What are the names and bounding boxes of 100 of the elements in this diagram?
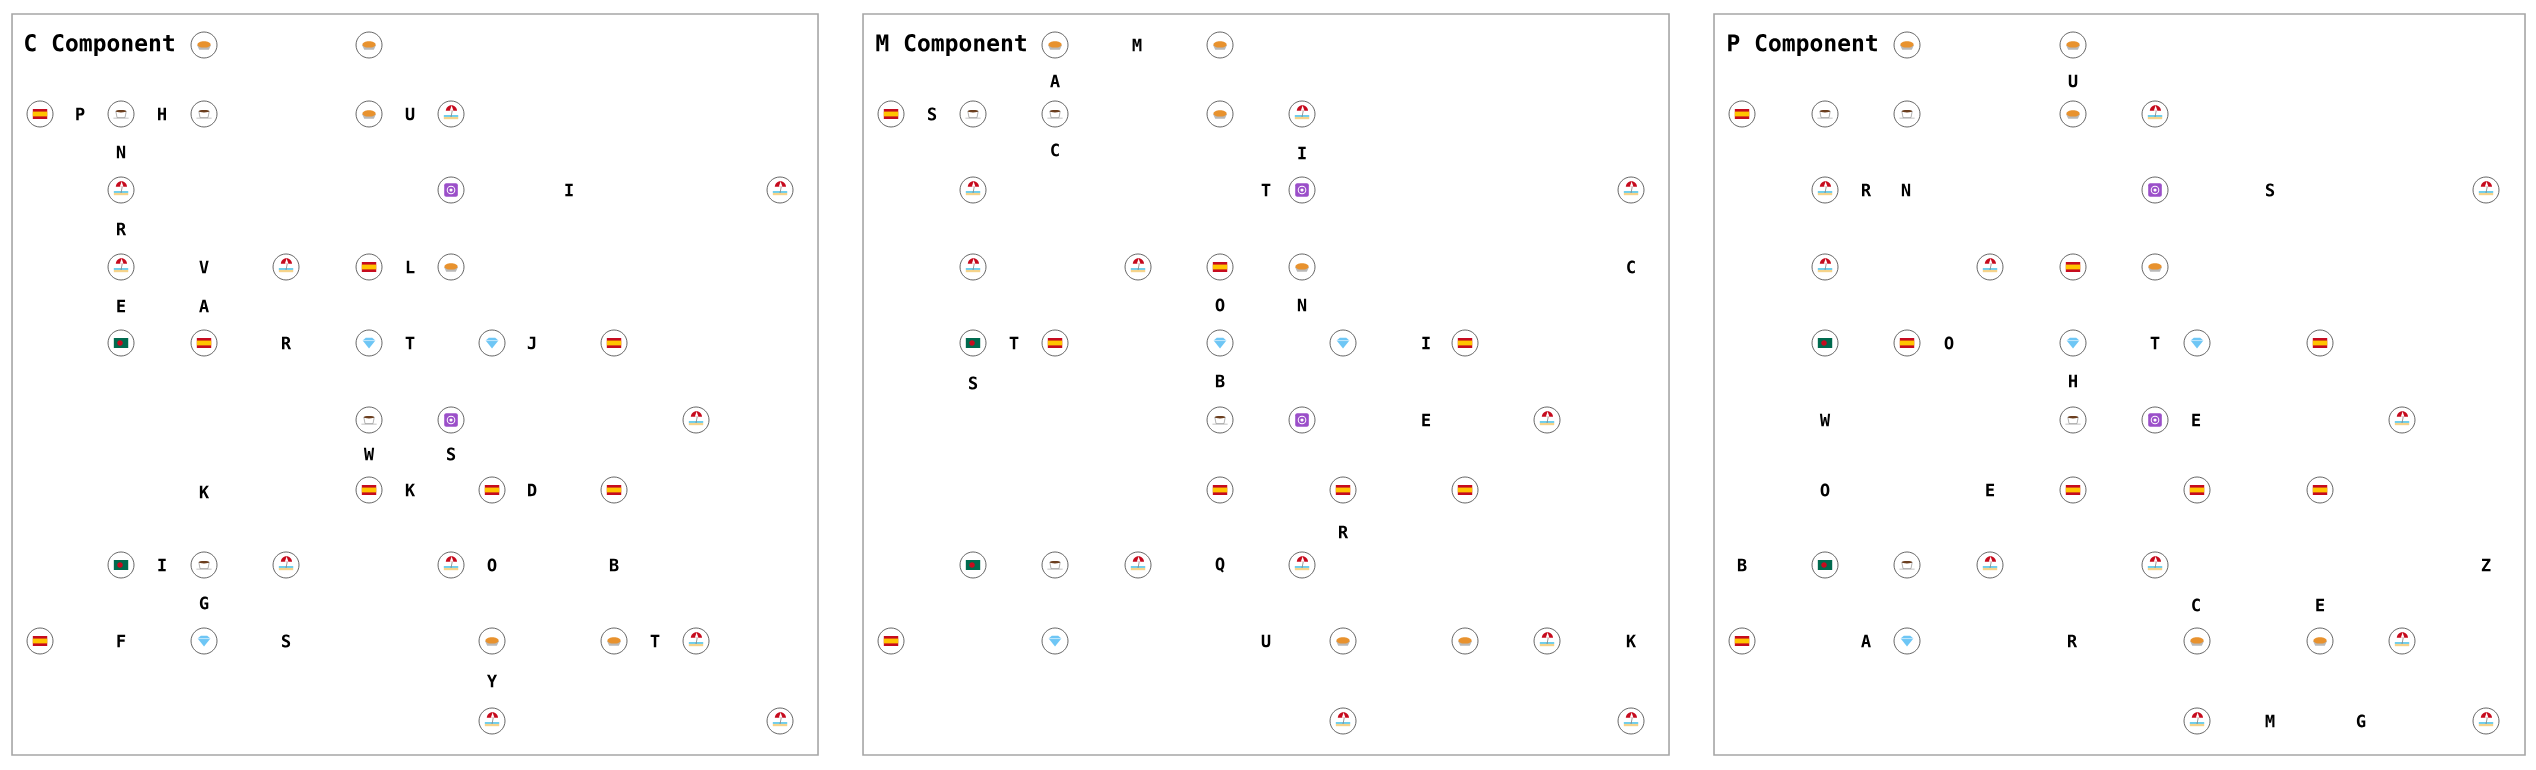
pie-icon (2059, 100, 2087, 128)
flag-icon (1811, 329, 1839, 357)
beach-umbrella-icon (766, 707, 794, 735)
letter-label: J (527, 336, 536, 350)
flag-icon (959, 329, 987, 357)
coffee-cup-icon (1893, 551, 1921, 579)
letter-label: Y (486, 674, 498, 688)
flag-icon (190, 329, 218, 357)
gem-icon (190, 627, 218, 655)
coffee-cup-icon (107, 100, 135, 128)
gem-icon (1041, 627, 1069, 655)
beach-umbrella-icon (959, 176, 987, 204)
beach-umbrella-icon (1617, 176, 1645, 204)
letter-label: W (363, 447, 375, 461)
letter-label: A (199, 299, 209, 313)
coffee-cup-icon (190, 551, 218, 579)
coffee-cup-icon (1206, 406, 1234, 434)
beach-umbrella-icon (1288, 551, 1316, 579)
pie-icon (355, 100, 383, 128)
letter-label: V (199, 260, 209, 274)
beach-umbrella-icon (107, 253, 135, 281)
pie-icon (1206, 100, 1234, 128)
letter-label: C (1627, 260, 1635, 274)
pie-icon (1041, 31, 1069, 59)
beach-umbrella-icon (1124, 253, 1152, 281)
beach-umbrella-icon (1288, 100, 1316, 128)
coffee-cup-icon (1893, 100, 1921, 128)
flag-icon (1041, 329, 1069, 357)
letter-label: L (406, 260, 415, 274)
flag-icon (355, 476, 383, 504)
letter-label: I (1422, 336, 1430, 350)
flag-icon (478, 476, 506, 504)
beach-umbrella-icon (1976, 551, 2004, 579)
gem-icon (1206, 329, 1234, 357)
flag-icon (355, 253, 383, 281)
flag-icon (1728, 627, 1756, 655)
letter-label: B (1737, 558, 1747, 572)
letter-label: G (199, 596, 209, 610)
flag-icon (1206, 253, 1234, 281)
letter-label: Z (2481, 558, 2491, 572)
flag-icon (1728, 100, 1756, 128)
letter-label: M (2265, 714, 2275, 728)
flower-icon (2141, 406, 2169, 434)
letter-label: S (927, 107, 937, 121)
flower-icon (2141, 176, 2169, 204)
flag-icon (26, 100, 54, 128)
flower-icon (1288, 406, 1316, 434)
letter-label: E (2316, 598, 2325, 612)
beach-umbrella-icon (1811, 176, 1839, 204)
flag-icon (2183, 476, 2211, 504)
letter-label: N (1901, 183, 1911, 197)
beach-umbrella-icon (272, 551, 300, 579)
flag-icon (1206, 476, 1234, 504)
letter-label: R (282, 336, 292, 350)
pie-icon (2183, 627, 2211, 655)
letter-label: R (1339, 525, 1349, 539)
letter-label: I (565, 183, 573, 197)
beach-umbrella-icon (1811, 253, 1839, 281)
flower-icon (437, 176, 465, 204)
flag-icon (877, 627, 905, 655)
letter-label: T (650, 634, 660, 648)
coffee-cup-icon (355, 406, 383, 434)
letter-label: S (2265, 183, 2275, 197)
letter-label: U (1261, 634, 1271, 648)
beach-umbrella-icon (959, 253, 987, 281)
gem-icon (355, 329, 383, 357)
gem-icon (2059, 329, 2087, 357)
letter-label: R (117, 222, 127, 236)
pie-icon (478, 627, 506, 655)
pie-icon (1451, 627, 1479, 655)
flag-icon (2306, 329, 2334, 357)
letter-label: B (609, 558, 619, 572)
pie-icon (1206, 31, 1234, 59)
coffee-cup-icon (1041, 551, 1069, 579)
pie-icon (1893, 31, 1921, 59)
beach-umbrella-icon (1533, 406, 1561, 434)
beach-umbrella-icon (2388, 406, 2416, 434)
letter-label: O (1944, 336, 1954, 350)
flag-icon (600, 476, 628, 504)
pie-icon (355, 31, 383, 59)
beach-umbrella-icon (107, 176, 135, 204)
letter-label: W (1819, 413, 1831, 427)
flower-icon (437, 406, 465, 434)
beach-umbrella-icon (1617, 707, 1645, 735)
pie-icon (1329, 627, 1357, 655)
beach-umbrella-icon (1124, 551, 1152, 579)
panel-title: C Component (25, 34, 174, 56)
beach-umbrella-icon (437, 551, 465, 579)
letter-label: T (405, 336, 415, 350)
letter-label: H (2069, 374, 2077, 388)
flag-icon (2059, 253, 2087, 281)
panel-title: M Component (876, 34, 1026, 56)
letter-label: P (76, 107, 85, 121)
letter-label: O (487, 558, 497, 572)
letter-label: E (117, 299, 126, 313)
flag-icon (107, 329, 135, 357)
flag-icon (1451, 329, 1479, 357)
letter-label: N (1297, 298, 1307, 312)
pie-icon (2141, 253, 2169, 281)
flower-icon (1288, 176, 1316, 204)
